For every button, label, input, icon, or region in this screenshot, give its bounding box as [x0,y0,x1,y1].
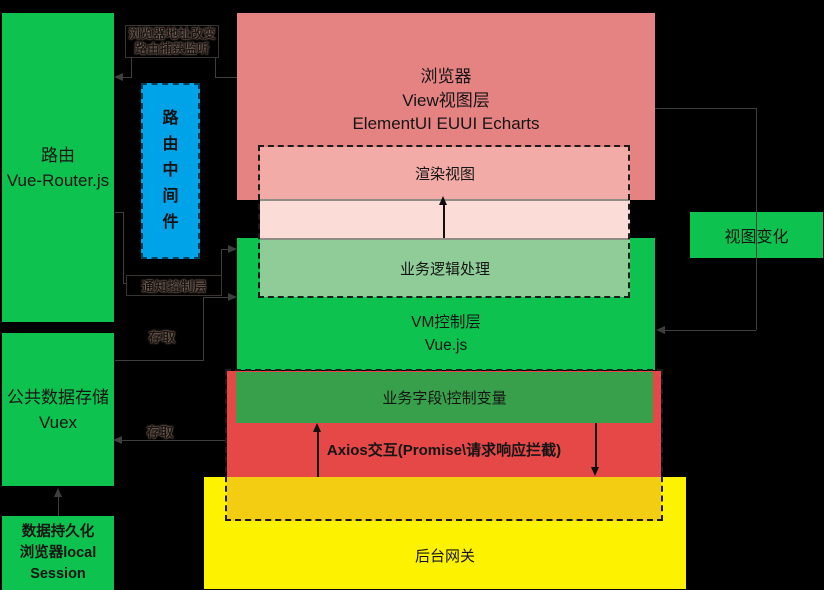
notify-control-layer-label: 通知控制层 [126,275,222,296]
connector-view-change-v [756,108,757,330]
connector-persist-vuex-v [58,497,59,516]
view-layer-line3: ElementUI EUUI Echarts [352,114,540,133]
lower-dashed-border [225,369,663,521]
business-logic-band: 业务逻辑处理 [260,240,630,297]
pale-gap-band [260,201,630,238]
access-upper-text: 存取 [148,330,176,345]
arrowhead-into-router [114,73,123,81]
arrowhead-into-vm-lower [228,293,237,301]
connector-notify-v2 [221,249,222,284]
business-fields-text: 业务字段\控制变量 [382,390,507,407]
axios-label: Axios交互(Promise\请求响应拦截) [326,441,562,459]
business-logic-text: 业务逻辑处理 [399,261,490,278]
connector-address-to-view-v [215,58,216,77]
business-fields-band: 业务字段\控制变量 [236,372,653,423]
connector-notify-stub [115,212,124,213]
connector-vuex-vm-h1 [115,360,203,361]
connector-notify-h2 [221,249,230,250]
band-separator-bottom [260,238,630,240]
router-title: 路由 [41,145,75,165]
persistence-box: 数据持久化 浏览器local Session [2,516,114,590]
connector-view-change-h1 [655,108,756,109]
gateway-dashed-overlap [227,477,661,521]
vm-layer-text: VM控制层 Vue.js [237,311,655,357]
persistence-line3: Session [30,565,86,582]
axios-text: Axios交互(Promise\请求响应拦截) [227,428,661,470]
render-view-band: 渲染视图 [260,147,630,199]
vuex-box: 公共数据存储 Vuex [2,333,114,486]
connector-vuex-vm-h2 [203,297,229,298]
access-label-upper: 存取 [140,328,184,345]
connector-axios-vuex-h [121,440,227,441]
render-view-text: 渲染视图 [414,165,475,183]
persistence-line1: 数据持久化 [21,523,95,540]
connector-address-to-router-v [131,58,132,77]
arrowhead-up-into-vuex [54,488,62,497]
connector-notify-v1 [123,212,124,283]
vuex-title: 公共数据存储 [7,387,109,407]
route-middleware-label: 路 由 中 间 件 [162,110,179,231]
view-layer-line1: 浏览器 [420,67,472,86]
arrowhead-up-into-fields [313,423,321,432]
address-change-label: 浏览器地址改变 路由捕获监听 [125,25,219,58]
persistence-line2: 浏览器local [19,544,97,561]
address-change-line1: 浏览器地址改变 [128,26,216,41]
access-label-lower: 存取 [138,423,182,440]
arrowhead-into-vm-right [656,326,665,334]
view-layer-text: 浏览器 View视图层 ElementUI EUUI Echarts [237,65,655,136]
connector-view-change-h2 [664,330,756,331]
connector-address-to-view-h [215,77,237,78]
vuex-subtitle: Vuex [38,412,78,432]
upper-dashed-border [258,145,630,298]
arrowhead-up-into-render-view [439,196,447,205]
vm-layer-line1: VM控制层 [411,314,481,331]
view-layer-line2: View视图层 [402,90,490,110]
arrow-up-request-line [317,431,319,477]
router-subtitle: Vue-Router.js [6,170,110,190]
connector-address-to-router-h [122,77,132,78]
access-lower-text: 存取 [146,425,174,440]
gateway-text: 后台网关 [414,548,475,565]
arrow-down-response-line [595,423,597,468]
router-box: 路由 Vue-Router.js [2,13,114,322]
arrowhead-into-vm-upper [228,245,237,253]
notify-control-layer-text: 通知控制层 [141,279,207,294]
vm-layer-line2: Vue.js [424,337,468,354]
arrow-logic-to-render-line [443,204,445,238]
connector-vuex-vm-v [203,297,204,361]
route-middleware-box: 路 由 中 间 件 [141,83,200,259]
arrowhead-down-into-gateway [591,467,599,476]
arrowhead-into-vuex [113,436,122,444]
address-change-line2: 路由捕获监听 [134,41,210,56]
